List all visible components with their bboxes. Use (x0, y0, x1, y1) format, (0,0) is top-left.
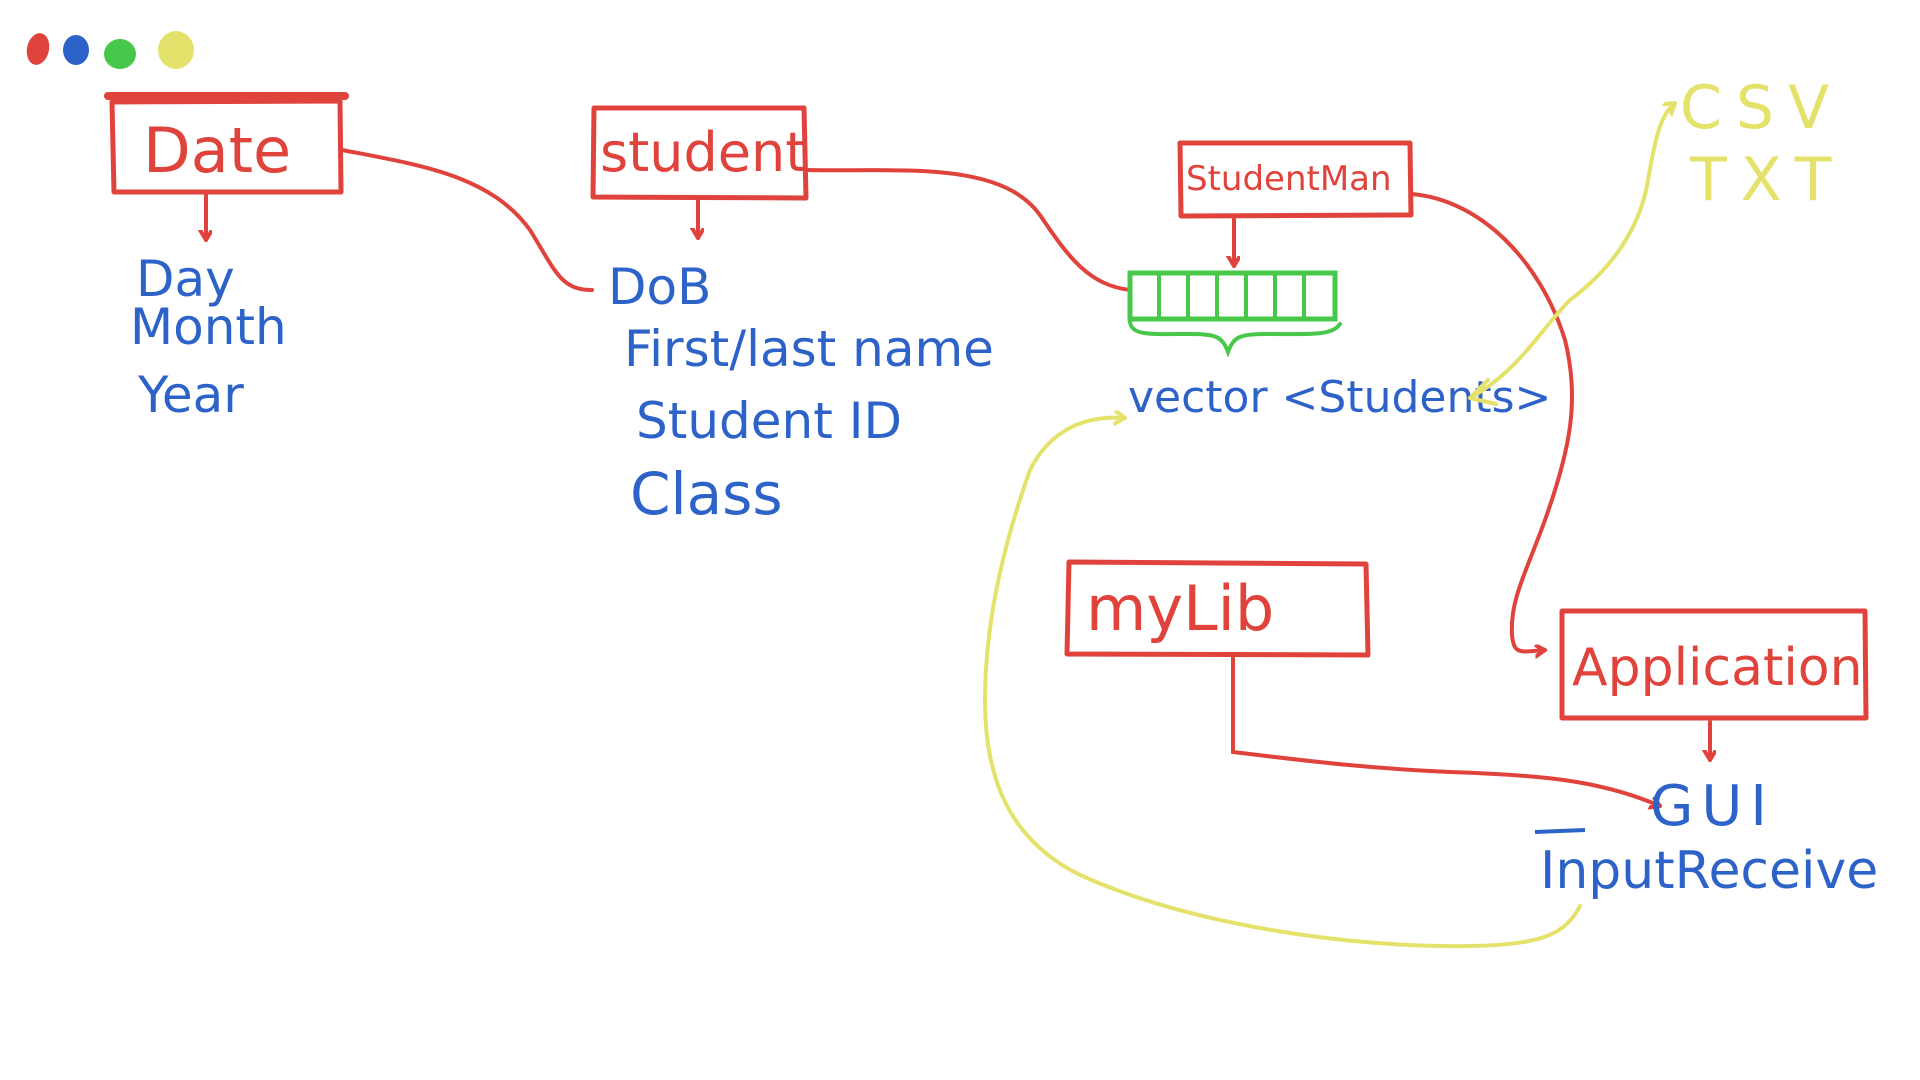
app-field-inputreceive: InputReceive (1540, 841, 1878, 901)
student-field-class: Class (630, 460, 783, 528)
app-field-gui: GUI (1650, 774, 1775, 839)
mylib-to-gui-connector (1231, 654, 1662, 806)
date-box: Date (104, 92, 349, 195)
date-field-month: Month (130, 298, 287, 356)
date-box-label: Date (143, 114, 291, 187)
palette-dot-yellow[interactable] (158, 31, 194, 69)
files-vector-connector (1468, 101, 1677, 400)
vector-array (1127, 270, 1342, 358)
mylib-box: myLib (1064, 559, 1371, 658)
palette-dot-green[interactable] (104, 39, 136, 69)
inputreceive-to-vector-connector (982, 418, 1582, 949)
file-formats: CSV TXT (1680, 73, 1845, 215)
date-fields: Day Month Year (130, 250, 287, 424)
format-txt: TXT (1689, 145, 1845, 215)
application-box: Application (1559, 608, 1869, 721)
student-field-name: First/last name (624, 320, 994, 378)
date-field-year: Year (137, 366, 244, 424)
studentman-to-application-connector (1410, 192, 1574, 651)
vector-label: vector <Students> (1128, 372, 1551, 423)
palette-dot-red[interactable] (24, 31, 52, 67)
palette-dot-blue[interactable] (63, 35, 89, 65)
studentman-box: StudentMan (1177, 140, 1414, 219)
format-csv: CSV (1680, 73, 1843, 143)
student-field-id: Student ID (636, 392, 902, 450)
student-field-dob: DoB (608, 258, 711, 316)
application-fields: GUI InputReceive (1534, 774, 1878, 901)
student-box: student (590, 105, 809, 201)
student-fields: DoB First/last name Student ID Class (608, 258, 994, 528)
mylib-box-label: myLib (1086, 572, 1274, 645)
date-to-dob-connector (340, 148, 594, 292)
student-to-vector-connector (804, 168, 1132, 292)
student-box-label: student (600, 121, 806, 184)
date-field-day: Day (136, 250, 235, 308)
color-palette (24, 31, 194, 69)
input-cap-line (1534, 828, 1586, 834)
studentman-box-label: StudentMan (1186, 159, 1392, 199)
application-box-label: Application (1572, 638, 1863, 698)
files-vector-arrowhead (1468, 378, 1498, 406)
